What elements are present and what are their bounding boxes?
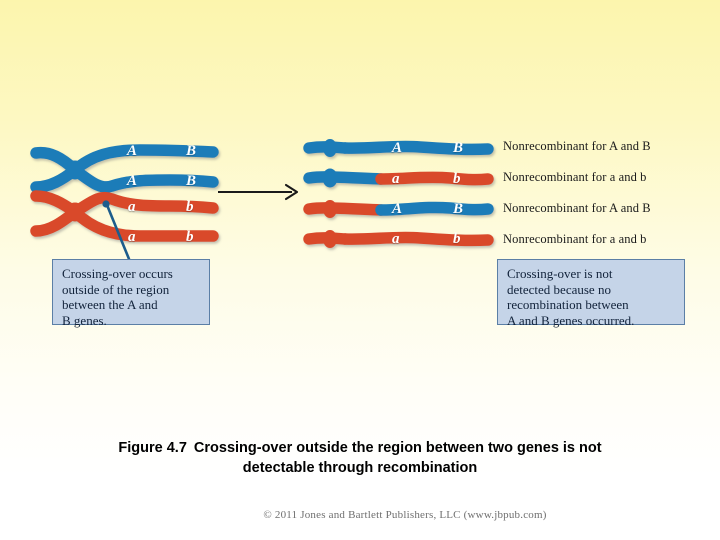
chromatid-blue-outer: [30, 144, 219, 178]
chromatid-red-inner: [30, 190, 219, 219]
callout-left-line2: outside of the region: [62, 281, 170, 297]
centromere-row2: [322, 168, 338, 188]
process-arrow: [218, 183, 299, 201]
centromere-blue: [65, 160, 85, 180]
callout-leader-dot: [102, 200, 110, 208]
centromere-row4: [323, 230, 337, 248]
caption-line2: detectable through recombination: [242, 460, 478, 476]
status-label-row1: Nonrecombinant for A and B: [503, 139, 651, 154]
callout-right-line2: detected because no: [507, 281, 611, 297]
figure-caption: Figure 4.7 Crossing-over outside the regi…: [40, 438, 680, 478]
status-text-row4: Nonrecombinant for a and b: [503, 232, 647, 246]
callout-right-line4: A and B genes occurred.: [507, 312, 635, 328]
status-label-row4: Nonrecombinant for a and b: [503, 232, 647, 247]
chromatid-row2-right: [375, 171, 494, 186]
status-label-row3: Nonrecombinant for A and B: [503, 201, 651, 216]
copyright-footer: © 2011 Jones and Bartlett Publishers, LL…: [0, 509, 720, 521]
chromosome-diagram: [30, 139, 494, 261]
copyright-text: © 2011 Jones and Bartlett Publishers, LL…: [263, 509, 547, 521]
callout-left-line3: between the A and: [62, 297, 158, 312]
status-text-row3: Nonrecombinant for A and B: [503, 201, 651, 215]
callout-left-line1: Crossing-over occurs: [62, 266, 173, 281]
status-text-row2: Nonrecombinant for a and b: [503, 170, 647, 184]
chromatid-row3-left: [303, 202, 387, 216]
chromatid-blue-inner: [30, 162, 219, 193]
chromatid-row4-right: [339, 231, 494, 247]
centromere-row3: [323, 200, 337, 218]
chromatid-row1-right: [339, 140, 494, 156]
chromatid-row2-left: [303, 171, 387, 185]
callout-not-detected: Crossing-over is not detected because no…: [497, 259, 685, 328]
centromere-row1: [323, 139, 337, 157]
centromere-red: [65, 202, 85, 222]
callout-crossing-over-location: Crossing-over occurs outside of the regi…: [52, 259, 210, 328]
chromatid-red-outer: [30, 204, 219, 242]
figure-illustration: A B A B a b a b A B a b A B a b Nonrecom…: [30, 139, 685, 328]
chromatid-row3-right: [375, 201, 494, 216]
status-label-row2: Nonrecombinant for a and b: [503, 170, 647, 185]
caption-line1: Crossing-over outside the region between…: [193, 440, 602, 456]
callout-left-line4: B genes.: [62, 312, 107, 328]
callout-leader-line: [105, 203, 131, 261]
caption-figure-number: Figure 4.7: [118, 440, 187, 456]
status-text-row1: Nonrecombinant for A and B: [503, 139, 651, 153]
left-panel-chromatids: [30, 144, 219, 242]
right-panel-chromatids: [303, 139, 494, 248]
callout-right-line3: recombination between: [507, 297, 629, 312]
callout-right-line1: Crossing-over is not: [507, 266, 613, 281]
